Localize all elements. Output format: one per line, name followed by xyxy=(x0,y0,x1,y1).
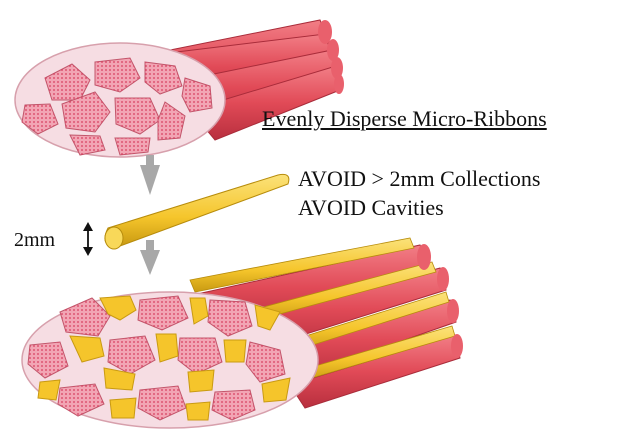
muscle-bundle-top xyxy=(15,20,344,157)
down-arrow-icon-2 xyxy=(140,240,160,275)
avoid-cavities-text: AVOID Cavities xyxy=(298,195,444,221)
cross-section-top xyxy=(15,43,225,157)
micro-ribbon xyxy=(105,174,289,249)
down-arrow-icon-1 xyxy=(140,155,160,195)
cross-section-bottom xyxy=(22,292,318,428)
avoid-collections-text: AVOID > 2mm Collections xyxy=(298,166,540,192)
muscle-bundle-bottom xyxy=(22,238,463,428)
dimension-arrow-icon xyxy=(83,222,93,256)
dimension-label: 2mm xyxy=(14,229,55,252)
heading-text: Evenly Disperse Micro-Ribbons xyxy=(262,106,547,132)
